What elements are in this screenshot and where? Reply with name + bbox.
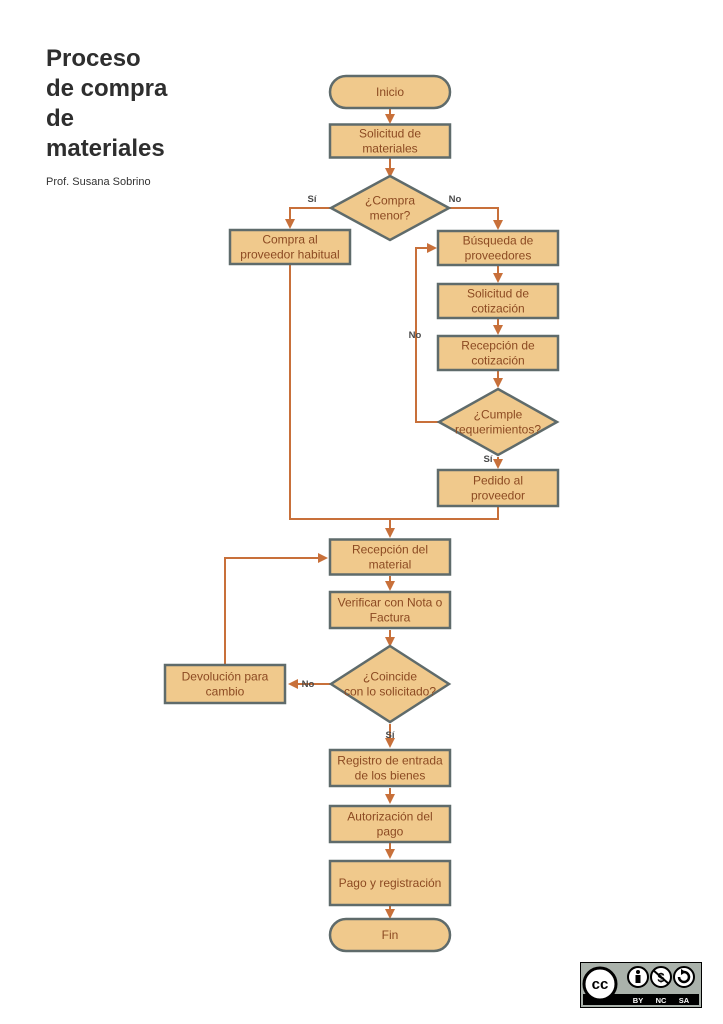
node-label-line: materiales bbox=[362, 142, 417, 156]
node-shape bbox=[328, 859, 452, 907]
node-shape bbox=[436, 387, 560, 457]
title-line-1: Proceso bbox=[46, 45, 141, 72]
node-label-line: Fin bbox=[382, 928, 399, 942]
node-shape bbox=[436, 229, 560, 267]
node-shape bbox=[328, 917, 452, 953]
license-term-by: BY bbox=[633, 996, 643, 1005]
node-label-line: cambio bbox=[206, 685, 245, 699]
node-shape bbox=[328, 123, 452, 159]
node-shape bbox=[436, 334, 560, 372]
node-label-line: requerimientos? bbox=[455, 423, 541, 437]
node-shape bbox=[328, 174, 452, 242]
edge-label-compra-menor-si: Sí bbox=[308, 194, 317, 205]
node-label-line: Devolución para bbox=[182, 670, 269, 684]
node-shape bbox=[328, 748, 452, 788]
node-shape bbox=[328, 538, 452, 576]
node-label-line: Búsqueda de bbox=[463, 234, 534, 248]
edge-label-compra-menor-no: No bbox=[449, 194, 462, 205]
license-term-sa: SA bbox=[679, 996, 690, 1005]
edge-label-coincide-si: Sí bbox=[386, 730, 395, 741]
edge-compra-menor-no bbox=[448, 207, 503, 230]
node-label-line: Pedido al bbox=[473, 474, 523, 488]
node-label-line: ¿Compra bbox=[365, 194, 415, 208]
node-label-line: ¿Cumple bbox=[474, 408, 523, 422]
edge-pedido-recepcion-material bbox=[385, 506, 499, 538]
cc-badge-text: cc bbox=[592, 976, 609, 993]
edge-compra-habitual-recepcion-material bbox=[289, 264, 390, 520]
node-label-line: menor? bbox=[370, 209, 411, 223]
node-label-line: Compra al bbox=[262, 233, 317, 247]
node-label-line: Solicitud de bbox=[467, 287, 529, 301]
node-shape bbox=[228, 228, 352, 266]
node-label-line: cotización bbox=[471, 302, 524, 316]
cc-license-badge: cc $ BY NC SA bbox=[580, 962, 702, 1008]
node-label-line: cotización bbox=[471, 354, 524, 368]
title-line-4: materiales bbox=[46, 135, 165, 162]
sa-icon bbox=[673, 966, 695, 988]
edge-compra-menor-si bbox=[285, 207, 332, 229]
node-inicio: Inicio bbox=[328, 74, 452, 110]
title-line-2: de compra bbox=[46, 75, 168, 102]
edge-label-cumple-si: Sí bbox=[484, 454, 493, 465]
license-term-nc: NC bbox=[656, 996, 667, 1005]
node-label-line: Factura bbox=[370, 611, 411, 625]
node-label-line: proveedor habitual bbox=[240, 248, 339, 262]
node-label-line: material bbox=[369, 558, 412, 572]
node-label-line: Recepción del bbox=[352, 543, 428, 557]
node-shape bbox=[436, 282, 560, 320]
node-shape bbox=[328, 804, 452, 844]
diagram-title: Proceso de compra de materiales bbox=[46, 44, 196, 164]
node-shape bbox=[163, 663, 287, 705]
node-pago-registracion: Pago y registración bbox=[328, 859, 452, 907]
node-shape bbox=[328, 644, 452, 724]
author-credit: Prof. Susana Sobrino bbox=[46, 176, 151, 188]
edge-devolucion-recepcion-material bbox=[224, 553, 328, 664]
edge-label-coincide-no: No bbox=[302, 679, 315, 690]
edge-cumple-no bbox=[415, 243, 440, 423]
cc-icon bbox=[582, 966, 618, 1002]
node-label-line: proveedores bbox=[465, 249, 532, 263]
node-fin: Fin bbox=[328, 917, 452, 953]
node-shape bbox=[436, 468, 560, 508]
node-label-line: pago bbox=[377, 825, 404, 839]
node-label-line: Verificar con Nota o bbox=[338, 596, 443, 610]
title-line-3: de bbox=[46, 105, 75, 132]
node-label-line: Solicitud de bbox=[359, 127, 421, 141]
node-label-line: ¿Coincide bbox=[363, 670, 417, 684]
node-label-line: Inicio bbox=[376, 85, 404, 99]
node-label-line: Pago y registración bbox=[339, 876, 442, 890]
node-label-line: Autorización del bbox=[347, 810, 432, 824]
node-label-line: con lo solicitado? bbox=[344, 685, 436, 699]
node-label-line: Recepción de bbox=[461, 339, 535, 353]
node-label-line: Registro de entrada bbox=[337, 754, 443, 768]
node-label-line: proveedor bbox=[471, 489, 525, 503]
node-shape bbox=[328, 590, 452, 630]
node-label-line: de los bienes bbox=[355, 769, 426, 783]
edge-label-cumple-no: No bbox=[409, 330, 422, 341]
node-shape bbox=[328, 74, 452, 110]
